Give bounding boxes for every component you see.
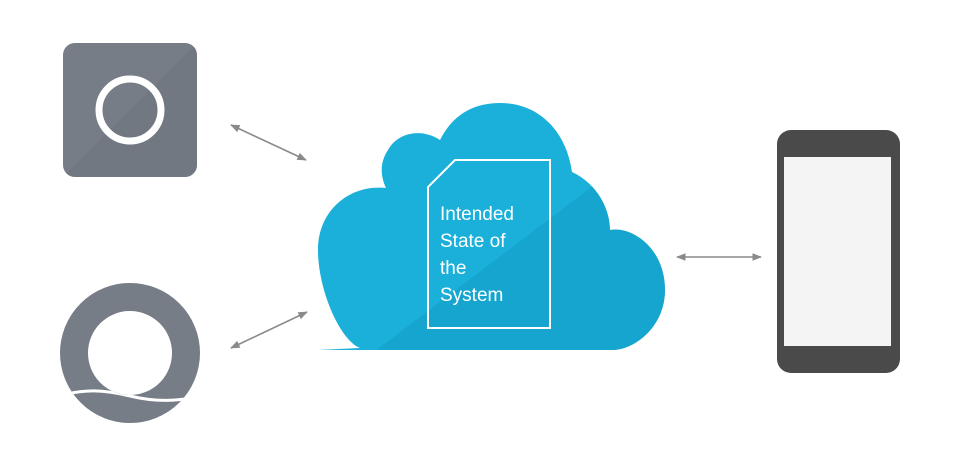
round-device-wave — [59, 389, 200, 402]
document-icon: Intended State of the System — [427, 159, 551, 329]
phone-screen — [784, 157, 891, 346]
document-label-line-3: the — [440, 258, 466, 279]
document-label-line-4: System — [440, 285, 503, 306]
document-outline — [427, 159, 551, 329]
document-label-line-2: State of — [440, 231, 506, 252]
cloud-icon — [318, 103, 665, 350]
square-device-shade — [63, 43, 197, 177]
thermostat-square-device-icon — [63, 43, 197, 177]
document-label-line-1: Intended — [440, 204, 514, 225]
round-device-ring — [60, 283, 200, 423]
arrow-square-to-cloud — [230, 124, 307, 161]
round-sensor-device-icon — [59, 283, 200, 423]
document-label: Intended State of the System — [440, 204, 519, 306]
smartphone-icon — [777, 130, 900, 373]
arrow-round-to-cloud — [230, 311, 308, 349]
square-device-ring — [95, 75, 165, 145]
